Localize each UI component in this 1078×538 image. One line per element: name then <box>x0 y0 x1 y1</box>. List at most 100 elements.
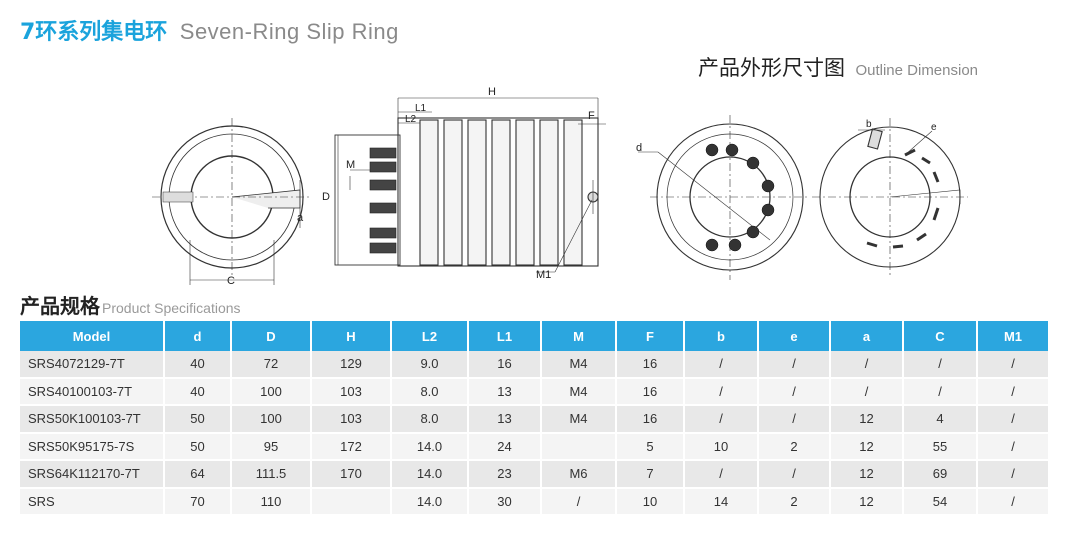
header-a: a <box>830 321 904 351</box>
cell-a: 12 <box>830 487 904 516</box>
cell-D: 100 <box>231 405 312 434</box>
label-L1: L1 <box>415 103 427 114</box>
cell-L2: 8.0 <box>391 377 469 406</box>
cell-d: 40 <box>164 377 232 406</box>
cell-M: M4 <box>541 377 617 406</box>
cell-C: 4 <box>903 405 978 434</box>
end-view-drawing <box>638 115 810 280</box>
cell-H <box>311 487 392 516</box>
header-L2: L2 <box>391 321 469 351</box>
label-H: H <box>488 86 496 98</box>
cell-L1: 23 <box>468 460 542 489</box>
cell-C: 55 <box>903 432 978 461</box>
title-chinese: 7环系列集电环 <box>20 20 168 45</box>
cell-b: 14 <box>684 487 759 516</box>
cell-L2: 8.0 <box>391 405 469 434</box>
cell-b: / <box>684 351 759 379</box>
header-M: M <box>541 321 617 351</box>
cell-L1: 13 <box>468 405 542 434</box>
cell-e: 2 <box>758 432 831 461</box>
cell-H: 103 <box>311 405 392 434</box>
cell-H: 103 <box>311 377 392 406</box>
cell-F: 10 <box>616 487 685 516</box>
cell-d: 50 <box>164 432 232 461</box>
header-M1: M1 <box>977 321 1048 351</box>
cell-d: 70 <box>164 487 232 516</box>
cell-H: 172 <box>311 432 392 461</box>
slot-marks <box>866 148 940 249</box>
outline-heading-chinese: 产品外形尺寸图 <box>698 56 845 80</box>
cell-M: M4 <box>541 405 617 434</box>
cell-F: 5 <box>616 432 685 461</box>
cell-C: / <box>903 377 978 406</box>
cell-C: / <box>903 351 978 379</box>
cell-M1: / <box>977 377 1048 406</box>
cell-F: 16 <box>616 351 685 379</box>
header-d: d <box>164 321 232 351</box>
cell-C: 54 <box>903 487 978 516</box>
header-H: H <box>311 321 392 351</box>
label-M1: M1 <box>536 269 551 281</box>
table-row: SRS 70 110 14.0 30 / 10 14 2 12 54 / <box>20 487 1048 516</box>
label-d: d <box>636 142 642 154</box>
spec-heading-english: Product Specifications <box>102 300 241 316</box>
cell-model: SRS64K112170-7T <box>20 460 165 489</box>
cell-a: 12 <box>830 460 904 489</box>
cell-a: / <box>830 351 904 379</box>
cell-b: 10 <box>684 432 759 461</box>
cell-a: 12 <box>830 432 904 461</box>
cell-L1: 13 <box>468 377 542 406</box>
cell-D: 111.5 <box>231 460 312 489</box>
slot-view-drawing <box>812 118 968 278</box>
label-L2: L2 <box>405 114 417 125</box>
title-english: Seven-Ring Slip Ring <box>179 19 399 44</box>
cell-model: SRS50K100103-7T <box>20 405 165 434</box>
header-D: D <box>231 321 312 351</box>
header-C: C <box>903 321 978 351</box>
table-row: SRS50K95175-7S 50 95 172 14.0 24 5 10 2 … <box>20 432 1048 461</box>
label-C: C <box>227 275 235 287</box>
side-view-drawing <box>334 97 606 273</box>
table-row: SRS50K100103-7T 50 100 103 8.0 13 M4 16 … <box>20 405 1048 434</box>
cell-M1: / <box>977 405 1048 434</box>
outline-heading: 产品外形尺寸图 Outline Dimension <box>698 52 978 82</box>
cell-M1: / <box>977 432 1048 461</box>
front-view-drawing <box>152 118 312 285</box>
cell-model: SRS50K95175-7S <box>20 432 165 461</box>
cell-b: / <box>684 405 759 434</box>
cell-D: 72 <box>231 351 312 379</box>
specification-table: Model d D H L2 L1 M F b e a C M1 SRS4072… <box>20 321 1048 516</box>
cell-D: 110 <box>231 487 312 516</box>
brush-terminals <box>369 147 397 254</box>
header-F: F <box>616 321 685 351</box>
cell-M: M6 <box>541 460 617 489</box>
cell-b: / <box>684 460 759 489</box>
cell-model: SRS <box>20 487 165 516</box>
cell-D: 95 <box>231 432 312 461</box>
cell-L1: 24 <box>468 432 542 461</box>
cell-D: 100 <box>231 377 312 406</box>
header-model: Model <box>20 321 165 351</box>
cell-L2: 14.0 <box>391 432 469 461</box>
cell-a: 12 <box>830 405 904 434</box>
cell-e: / <box>758 405 831 434</box>
cell-d: 50 <box>164 405 232 434</box>
cell-H: 170 <box>311 460 392 489</box>
cell-e: 2 <box>758 487 831 516</box>
spec-heading-chinese: 产品规格 <box>20 294 100 318</box>
cell-F: 7 <box>616 460 685 489</box>
cell-H: 129 <box>311 351 392 379</box>
label-a: a <box>297 212 304 224</box>
cell-F: 16 <box>616 377 685 406</box>
cell-C: 69 <box>903 460 978 489</box>
cell-L2: 14.0 <box>391 487 469 516</box>
label-b: b <box>866 119 872 130</box>
cell-d: 64 <box>164 460 232 489</box>
outline-drawings: C a H L1 L2 F M D M1 <box>152 86 968 287</box>
page-title: 7环系列集电环 Seven-Ring Slip Ring <box>20 14 399 46</box>
table-row: SRS4072129-7T 40 72 129 9.0 16 M4 16 / /… <box>20 351 1048 379</box>
cell-e: / <box>758 460 831 489</box>
cell-L2: 14.0 <box>391 460 469 489</box>
cell-M: / <box>541 487 617 516</box>
